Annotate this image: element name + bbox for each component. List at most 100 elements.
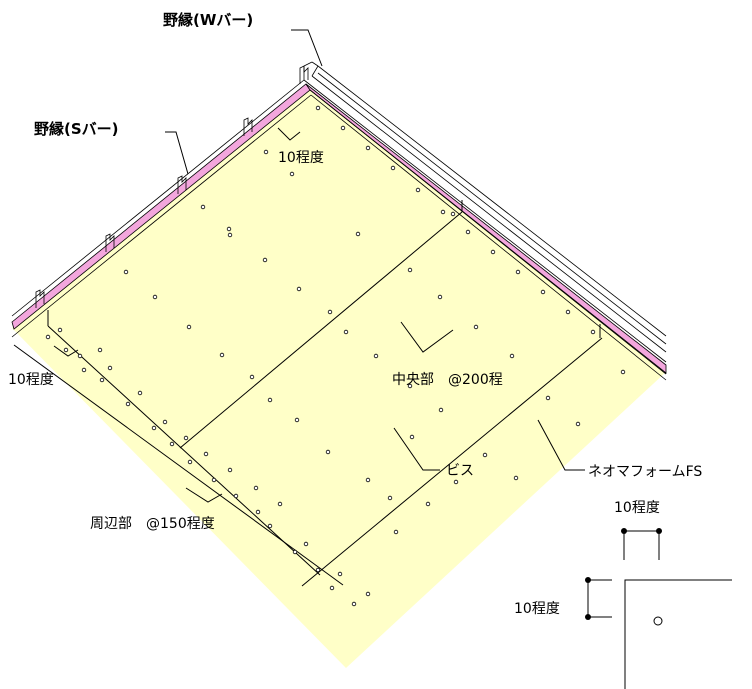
screw-hole [227,232,233,238]
screw-hole [162,419,168,425]
screw-hole [203,451,209,457]
screw-hole [490,249,496,255]
screw-hole [267,397,273,403]
screw-hole [415,187,421,193]
label-edge-top: 10程度 [278,150,324,166]
screw-hole [169,441,175,447]
insulation-strip-right [305,83,667,374]
screw-hole [183,435,189,441]
screw-hole [97,347,103,353]
screw-hole [233,493,239,499]
screw-hole [151,425,157,431]
screw-hole [390,165,396,171]
screw-hole [365,145,371,151]
screw-hole [515,269,521,275]
screw-hole [294,417,300,423]
screw-hole [425,501,431,507]
screw-hole [267,523,273,529]
label-detail-top: 10程度 [614,500,660,516]
screw-hole [277,501,283,507]
ceiling-board [12,88,666,668]
screw-hole [45,334,51,340]
detail-screw-hole [653,616,663,626]
screw-hole [590,329,596,335]
screw-hole [99,377,105,383]
screw-hole [211,477,217,483]
s-bar-clip-icon [299,65,309,84]
screw-hole [337,571,343,577]
screw-hole [255,509,261,515]
screw-hole [482,452,488,458]
screw-hole [473,324,479,330]
label-perimeter-spacing: 周辺部 @150程度 [90,516,215,532]
screw-hole [407,267,413,273]
screw-hole [575,421,581,427]
screw-hole [620,369,626,375]
screw-hole [107,365,113,371]
screw-hole [227,467,233,473]
s-bar-clip-icon [243,117,253,136]
screw-hole [187,459,193,465]
screw-hole [315,105,321,111]
spacing-brackets [53,127,454,503]
screw-hole [509,353,515,359]
screw-hole [343,329,349,335]
screw-hole [57,327,63,333]
s-bar-clip-icon [105,233,115,252]
screw-hole [200,204,206,210]
screw-hole [373,353,379,359]
screw-hole [438,407,444,413]
screw-hole [365,477,371,483]
screw-hole [77,353,83,359]
s-bar-clip-icon [177,175,187,194]
screw-hole [355,231,361,237]
board-joints [13,200,603,587]
screw-hole [440,209,446,215]
corner-detail: 10程度 10程度 [514,500,732,689]
leader-lines [165,29,585,471]
label-material: ネオマフォームFS [588,464,702,480]
screw-hole [407,383,413,389]
screw-hole [540,289,546,295]
screw-hole [226,226,232,232]
s-bar-clip-icon [35,289,45,308]
screw-hole [437,294,443,300]
s-bar-clips [35,65,309,308]
screw-hole [123,269,129,275]
screw-hole [249,374,255,380]
screw-hole [186,324,192,330]
screw-hole [325,449,331,455]
screw-hole [327,309,333,315]
screw-hole [315,567,321,573]
screw-hole [513,475,519,481]
label-s-bar: 野縁(Sバー) [34,120,119,138]
screw-hole [219,352,225,358]
label-edge-left: 10程度 [8,372,54,388]
screw-hole [465,229,471,235]
screw-hole [253,485,259,491]
screw-hole [289,171,295,177]
ceiling-layer-lines [11,79,667,381]
screw-hole [340,125,346,131]
screw-hole [453,479,459,485]
screw-hole [263,149,269,155]
screw-hole [262,257,268,263]
screw-hole [137,390,143,396]
screw-hole [450,211,456,217]
label-detail-left: 10程度 [514,601,560,617]
screw-hole [565,309,571,315]
screw-holes [45,105,626,607]
screw-hole [329,585,335,591]
screw-hole [296,286,302,292]
screw-hole [545,395,551,401]
screw-hole [303,541,309,547]
screw-hole [409,434,415,440]
screw-hole [387,495,393,501]
label-screw: ビス [446,463,474,479]
label-w-bar: 野縁(Wバー) [163,11,253,29]
screw-hole [63,347,69,353]
screw-hole [365,591,371,597]
screw-hole [351,601,357,607]
screw-hole [125,401,131,407]
